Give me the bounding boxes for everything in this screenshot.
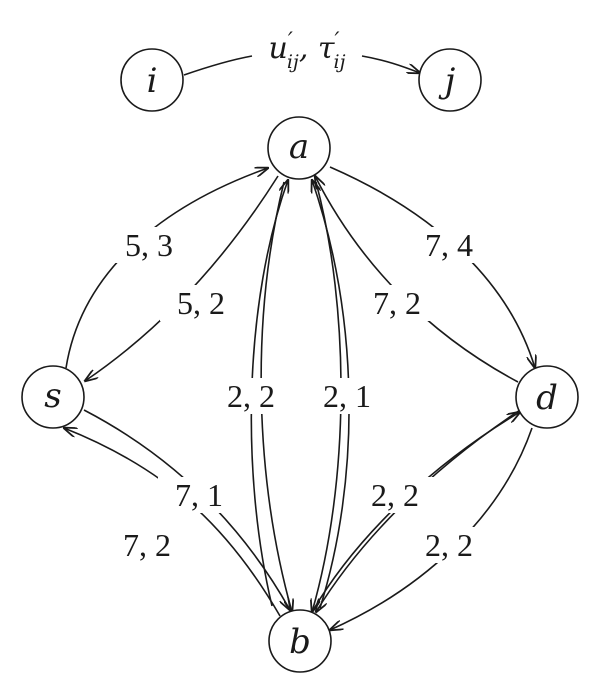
edge-label-d-to-a: 7, 2: [373, 285, 421, 321]
edge-s-to-a-outer: [65, 168, 268, 369]
legend-tau-symbol: τ: [318, 31, 335, 66]
legend-tau-prime: ′: [335, 29, 340, 54]
edge-label-a-to-s: 5, 3: [125, 227, 173, 263]
edge-label-d-to-b: 2, 2: [425, 527, 473, 563]
nodes: a s d b: [21, 116, 579, 673]
edge-a-to-s-inner: [85, 175, 279, 381]
edge-label-s-to-b: 7, 1: [175, 477, 223, 513]
legend-u-symbol: u: [269, 31, 288, 66]
legend-node-i: [120, 48, 184, 112]
edge-label-a-to-b: 2, 1: [323, 378, 371, 414]
edge-labels: 5, 3 5, 2 7, 4 7, 2 2, 2 2, 1 7, 1 7, 2 …: [106, 227, 490, 563]
edge-label-s-to-a: 5, 2: [177, 285, 225, 321]
node-s-label: s: [44, 376, 61, 416]
legend-edge: [183, 55, 253, 76]
legend: i j u′ij, τ′ij: [120, 29, 482, 112]
node-d: [515, 365, 579, 429]
edge-a-to-d-outer: [329, 166, 535, 368]
legend-edge-label: u′ij, τ′ij: [269, 29, 346, 73]
legend-node-i-label: i: [147, 61, 158, 101]
node-b-label: b: [289, 622, 311, 662]
node-a-label: a: [289, 127, 309, 167]
legend-separator: ,: [299, 31, 318, 66]
edge-label-b-to-a: 2, 2: [227, 378, 275, 414]
node-s: [21, 365, 85, 429]
node-d-label: d: [536, 378, 558, 418]
legend-node-j: [418, 48, 482, 112]
edge-label-a-to-d: 7, 4: [425, 227, 473, 263]
node-a: [267, 116, 331, 180]
legend-u-prime: ′: [288, 29, 293, 54]
edge-b-to-s-inner: [64, 428, 281, 617]
edge-label-b-to-d: 2, 2: [371, 477, 419, 513]
legend-edge-arrow: [361, 55, 420, 73]
legend-u-subscript: ij: [287, 51, 299, 73]
node-b: [268, 609, 332, 673]
edge-label-b-to-s: 7, 2: [123, 527, 171, 563]
legend-tau-subscript: ij: [334, 51, 346, 73]
